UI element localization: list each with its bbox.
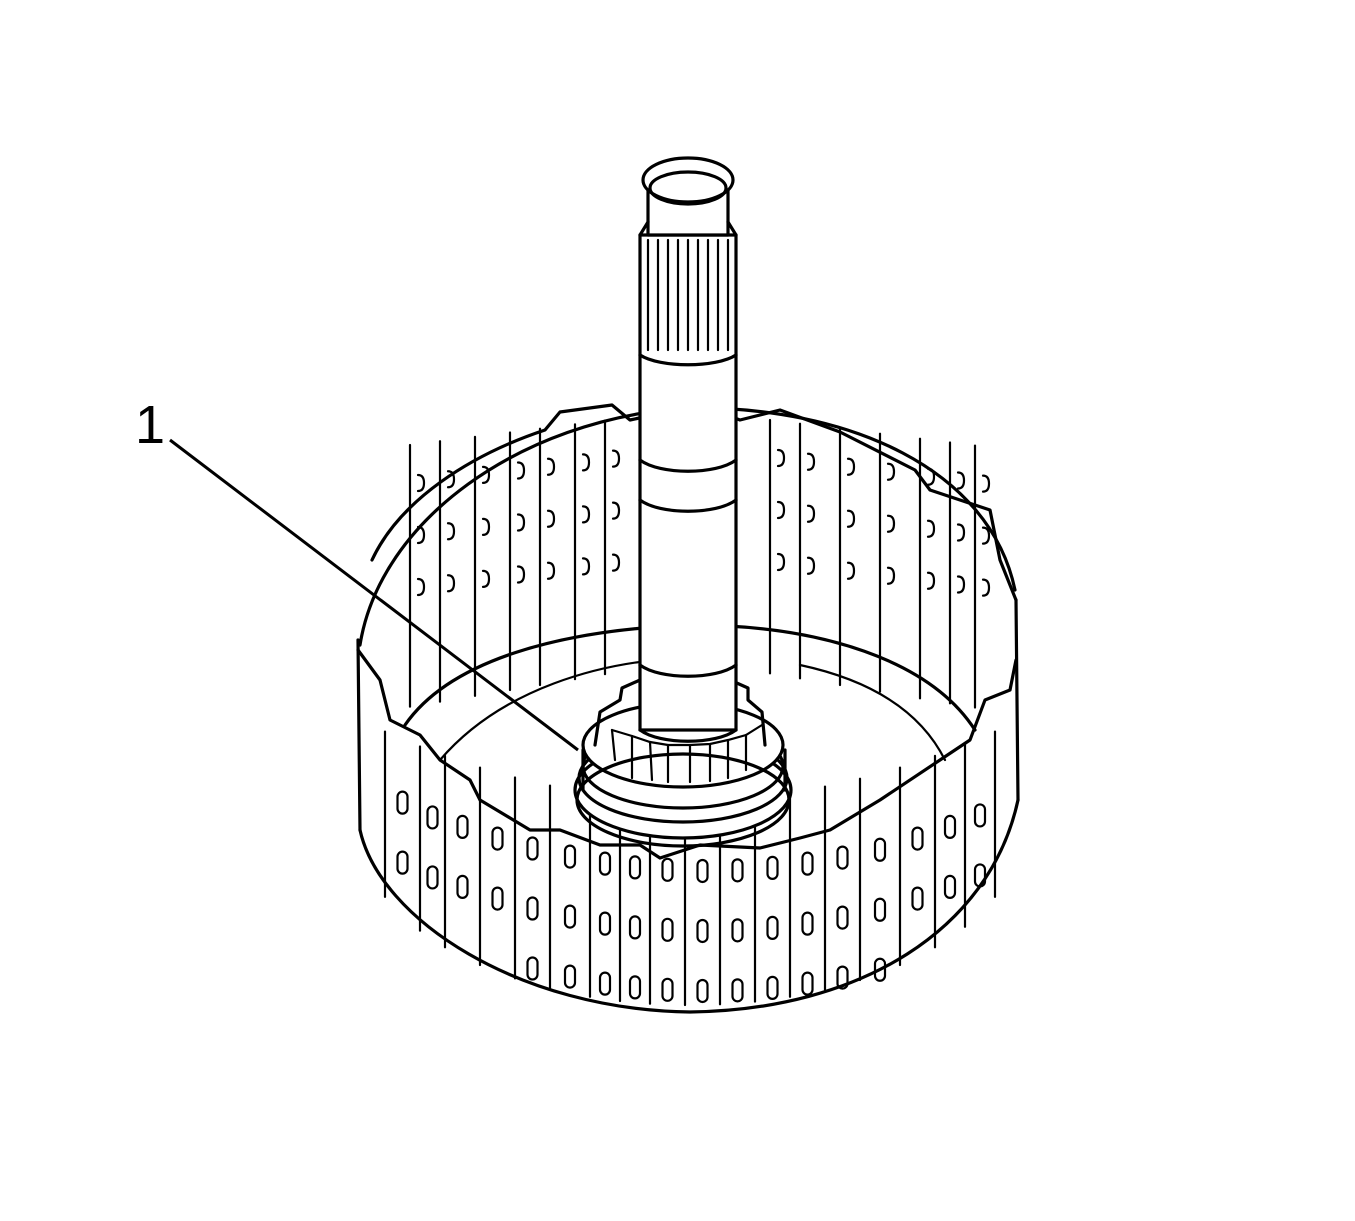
back-slot — [611, 449, 621, 468]
front-slot — [731, 918, 744, 943]
front-slot — [661, 857, 674, 882]
back-slot — [611, 553, 621, 572]
front-slot — [563, 964, 577, 989]
back-slot — [981, 526, 991, 545]
front-slot — [973, 803, 987, 828]
front-slot — [836, 965, 849, 990]
front-slot — [456, 874, 469, 900]
back-slot — [846, 457, 856, 476]
front-slot — [731, 978, 744, 1003]
back-slot — [956, 575, 966, 594]
back-slot — [581, 505, 591, 524]
front-slot — [943, 874, 957, 900]
drum-back-splines — [408, 418, 991, 709]
back-slot — [846, 509, 856, 528]
back-slot — [516, 461, 526, 480]
front-slot — [598, 851, 612, 876]
front-slot — [801, 971, 814, 996]
front-slot — [696, 978, 709, 1004]
back-slot — [546, 561, 556, 580]
back-slot — [446, 574, 456, 593]
back-slot — [981, 474, 991, 493]
front-slot — [696, 858, 709, 884]
front-slot — [696, 918, 709, 944]
back-slot — [546, 457, 556, 476]
back-slot — [846, 561, 856, 580]
back-slot — [981, 578, 991, 597]
back-slot — [581, 557, 591, 576]
front-slot — [801, 911, 814, 936]
front-slot — [526, 836, 539, 861]
front-slot — [766, 855, 779, 880]
front-slot — [661, 917, 674, 942]
back-slot — [481, 465, 491, 484]
back-slot — [806, 504, 816, 523]
back-slot — [546, 509, 556, 528]
back-slot — [776, 448, 786, 468]
front-slot — [911, 826, 924, 851]
front-slot — [526, 896, 539, 921]
back-slot — [776, 500, 786, 520]
front-slot — [598, 911, 612, 936]
back-slot — [481, 569, 491, 588]
front-slot — [426, 805, 439, 830]
back-slot — [926, 571, 936, 590]
front-slot — [563, 844, 577, 869]
back-slot — [581, 453, 591, 472]
back-slot — [446, 522, 456, 541]
input-shaft — [638, 156, 738, 743]
callout-1-label: 1 — [135, 395, 165, 455]
front-slot — [598, 971, 612, 996]
front-slot — [426, 865, 439, 890]
front-slot — [491, 886, 504, 911]
back-slot — [516, 565, 526, 584]
seal-ring-groove — [575, 752, 791, 848]
front-slot — [873, 897, 887, 922]
front-slot — [873, 957, 887, 982]
front-slot — [801, 851, 814, 876]
front-slot — [563, 904, 577, 929]
callout-1: 1 — [135, 395, 579, 752]
back-slot — [956, 523, 966, 542]
back-slot — [446, 470, 456, 489]
front-slot — [766, 915, 779, 940]
back-slot — [416, 525, 426, 545]
back-slot — [516, 513, 526, 532]
back-slot — [416, 577, 426, 597]
front-slot — [911, 886, 924, 911]
back-slot — [806, 452, 816, 471]
back-slot — [956, 471, 966, 490]
back-slot — [776, 552, 786, 572]
front-slot — [661, 977, 674, 1002]
front-slot — [396, 790, 409, 815]
front-slot — [731, 858, 744, 883]
front-slot — [836, 905, 849, 930]
front-slot — [628, 915, 642, 940]
front-slot — [396, 850, 409, 875]
callout-1-leader-line — [169, 438, 579, 752]
front-slot — [491, 826, 504, 851]
front-slot — [973, 863, 987, 888]
back-slot — [611, 501, 621, 520]
front-slot — [628, 975, 642, 1000]
back-slot — [481, 517, 491, 536]
back-slot — [416, 473, 426, 493]
back-slot — [926, 467, 936, 486]
back-slot — [886, 462, 896, 481]
front-slot — [766, 975, 779, 1000]
back-slot — [886, 566, 896, 585]
front-slot — [628, 855, 642, 880]
front-slot — [873, 837, 887, 862]
front-slot — [943, 814, 957, 840]
back-slot — [886, 514, 896, 533]
back-slot — [806, 556, 816, 575]
back-slot — [926, 519, 936, 538]
front-slot — [456, 814, 469, 840]
front-slot — [836, 845, 849, 870]
front-slot — [526, 956, 539, 981]
